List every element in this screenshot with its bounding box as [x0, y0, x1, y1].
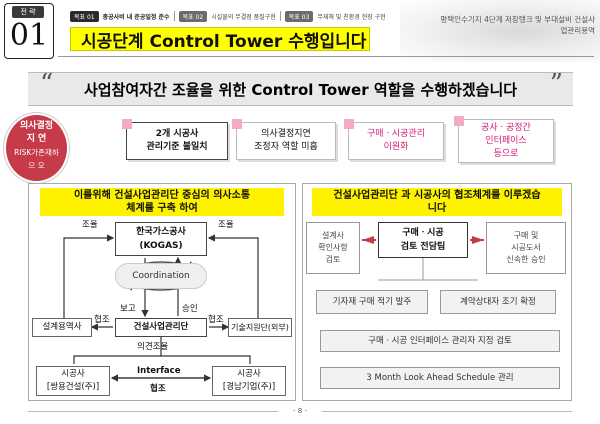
- issue-1-line1: 2개 시공사: [155, 129, 199, 139]
- goal-tag-3: 목표 03: [284, 10, 314, 22]
- decision-label: 의사결정 지 연 RISK가존재하 므 오: [4, 120, 69, 172]
- designer-line2: 확인사항: [318, 243, 348, 252]
- issue-1-line2: 관리기준 불일치: [146, 142, 208, 152]
- logo-text: 평택인수기지 4단계 저장탱크 및 부대설비 건설사업관리용역: [440, 15, 595, 35]
- designer-line3: 검토: [325, 255, 341, 264]
- opinion-label: 의견조율: [137, 342, 169, 352]
- contractor-left-box: 시공사 [쌍용건설(주)]: [36, 366, 110, 396]
- issue-3-line2: 이원화: [383, 142, 409, 152]
- contractor-right-line2: [경남기업(주)]: [222, 382, 276, 392]
- goal-bar: 목표 01 총공사비 내 준공일정 준수 목표 02 시설물의 무결점 품질구현…: [70, 9, 386, 23]
- review-team-line2: 검토 전담팀: [400, 242, 446, 252]
- issue-box-1: 2개 시공사 관리기준 불일치: [122, 119, 228, 160]
- issue-marker: [454, 116, 464, 126]
- issue-4-line2: 인터페이스: [485, 135, 527, 146]
- strategy-number: 01: [9, 18, 49, 53]
- goal-tag-2: 목표 02: [178, 10, 208, 22]
- issue-marker: [232, 119, 242, 129]
- goal-separator: [173, 11, 175, 21]
- interface-manager-box: 구매ㆍ시공 인터페이스 관리자 지정 검토: [320, 330, 560, 352]
- issue-marker: [122, 119, 132, 129]
- tech-support-box: 기술지원단(외부): [228, 318, 292, 337]
- goal-text-1: 총공사비 내 준공일정 준수: [102, 13, 170, 21]
- contractor-right-line1: 시공사: [237, 369, 261, 379]
- issue-4-line3: 등으로: [493, 148, 519, 159]
- right-panel-title: 건설사업관리단 과 시공사의 협조체계를 이루겠습 니다: [312, 188, 562, 216]
- designer-check-box: 설계사 확인사항 검토: [306, 222, 360, 274]
- approval-line3: 신속한 승인: [506, 255, 546, 264]
- left-panel: [28, 183, 296, 401]
- issue-2-line1: 의사결정지연: [261, 129, 311, 139]
- cooperation-label-bottom: 협조: [150, 384, 166, 394]
- issue-2-line2: 조정자 역할 미흡: [254, 142, 318, 152]
- contractor-left-line2: [쌍용건설(주)]: [46, 382, 100, 392]
- left-title-line2: 체계를 구축 하여: [126, 203, 198, 214]
- issue-marker: [344, 119, 354, 129]
- decision-circle: [4, 113, 69, 183]
- design-service-box: 설계용역사: [32, 318, 92, 337]
- goal-separator: [279, 11, 281, 21]
- page-number: - 8 -: [293, 407, 307, 415]
- goal-text-2: 시설물의 무결점 품질구현: [211, 13, 276, 21]
- banner: “ 사업참여자간 조율을 위한 Control Tower 역할을 수행하겠습니…: [28, 69, 573, 106]
- issue-3-line1: 구매ㆍ시공관리: [367, 129, 425, 139]
- footer-rule-right: [322, 411, 572, 412]
- kogas-line1: 한국가스공사: [136, 227, 186, 237]
- lookahead-schedule-box: 3 Month Look Ahead Schedule 관리: [320, 367, 560, 389]
- approval-box: 구매 및 시공도서 신속한 승인: [486, 222, 566, 274]
- decision-line1: 의사결정: [19, 121, 54, 131]
- early-contract-box: 계약상대자 조기 확정: [440, 290, 556, 314]
- construction-manager-box: 건설사업관리단: [115, 318, 207, 337]
- page-title: 시공단계 Control Tower 수행입니다: [70, 27, 370, 52]
- cooperation-label-left: 협조: [94, 315, 110, 325]
- open-quote: “: [40, 69, 54, 99]
- left-panel-title: 이를위해 건설사업관리단 중심의 의사소통 체계를 구축 하여: [40, 188, 284, 216]
- review-team-box: 구매ㆍ시공 검토 전담팀: [378, 222, 468, 258]
- review-team-line1: 구매ㆍ시공: [402, 228, 444, 238]
- issue-box-2: 의사결정지연 조정자 역할 미흡: [232, 119, 336, 160]
- issue-box-3: 구매ㆍ시공관리 이원화: [344, 119, 444, 160]
- right-title-line1: 건설사업관리단 과 시공사의 협조체계를 이루겠습: [333, 190, 541, 201]
- approval-line1: 구매 및: [513, 231, 539, 240]
- decision-line4: 므 오: [28, 161, 45, 170]
- approval-label: 승인: [182, 304, 198, 314]
- strategy-tag: 전 략: [12, 6, 44, 18]
- left-title-line1: 이를위해 건설사업관리단 중심의 의사소통: [73, 190, 251, 201]
- report-label: 보고: [120, 304, 136, 314]
- cooperation-label-right: 협조: [208, 315, 224, 325]
- close-quote: ”: [549, 69, 563, 99]
- right-title-line2: 니다: [427, 203, 447, 214]
- contractor-left-line1: 시공사: [61, 369, 85, 379]
- kogas-box: 한국가스공사 (KOGAS): [115, 222, 207, 256]
- decision-line2: 지 연: [26, 134, 47, 144]
- header-rule: [58, 56, 594, 57]
- decision-line3: RISK가존재하: [14, 148, 59, 157]
- coordination-box: Coordination: [115, 263, 207, 289]
- footer-rule-left: [28, 411, 278, 412]
- approval-line2: 시공도서: [511, 243, 541, 252]
- coordinate-label-right: 조율: [218, 220, 234, 230]
- interface-label: Interface: [137, 366, 181, 376]
- logo-background: [400, 0, 600, 62]
- banner-text: 사업참여자간 조율을 위한 Control Tower 역할을 수행하겠습니다: [83, 80, 518, 99]
- coordinate-label-left: 조율: [82, 220, 98, 230]
- goal-text-3: 무재해 및 친환경 현장 구현: [317, 13, 386, 21]
- early-order-box: 기자재 구매 적기 발주: [316, 290, 428, 314]
- kogas-line2: (KOGAS): [139, 241, 183, 251]
- issue-box-4: 공사ㆍ공정간 인터페이스 등으로: [454, 116, 554, 163]
- issue-4-line1: 공사ㆍ공정간: [481, 122, 531, 133]
- designer-line1: 설계사: [321, 231, 345, 240]
- contractor-right-box: 시공사 [경남기업(주)]: [212, 366, 286, 396]
- goal-tag-1: 목표 01: [70, 10, 99, 22]
